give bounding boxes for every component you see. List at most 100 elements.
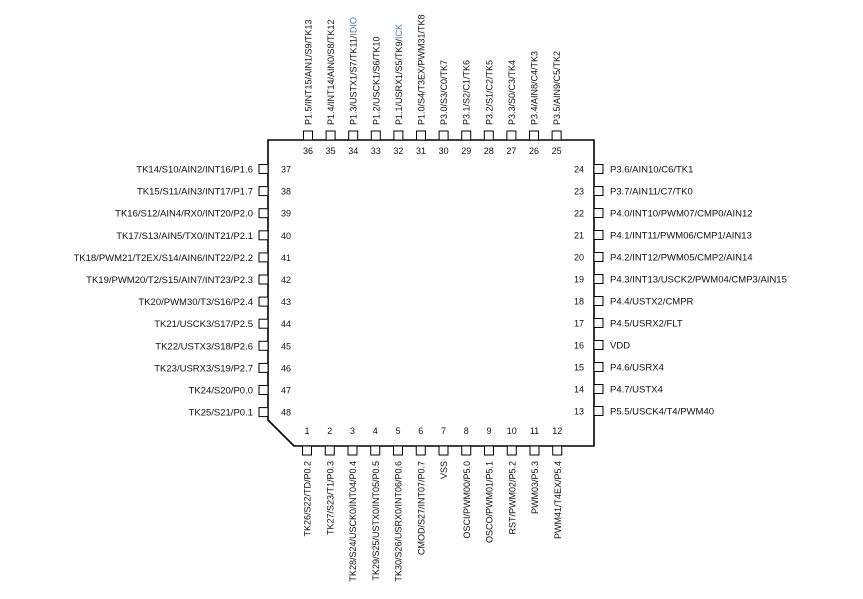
pin-number: 12 xyxy=(552,426,562,436)
pin-label: P4.6/USRX4 xyxy=(610,363,664,374)
pin-label: TK17/S13/AIN5/TX0/INT21/P2.1 xyxy=(116,231,253,242)
pin-number: 43 xyxy=(281,297,291,307)
pin-label: P4.2/INT12/PWM05/CMP2/AIN14 xyxy=(610,253,753,264)
pin-pad xyxy=(506,445,517,456)
pin-number: 32 xyxy=(393,146,403,156)
pin-pad xyxy=(484,445,494,456)
pin-pad xyxy=(258,296,269,307)
pin-label: P3.3/S0/C3/TK4 xyxy=(507,60,517,125)
pin-pad xyxy=(593,208,604,218)
pin-pad xyxy=(324,445,335,456)
pin-pad xyxy=(258,230,269,241)
pin-label: P4.0/INT10/PWM07/CMP0/AIN12 xyxy=(610,209,753,220)
pin-pad xyxy=(370,130,381,141)
pin-pad xyxy=(551,130,562,141)
pin-number: 44 xyxy=(281,319,291,329)
pin-number: 21 xyxy=(574,231,584,241)
pin-pad xyxy=(258,385,269,395)
pin-21: 21 P4.1/INT11/PWM06/CMP1/AIN13 xyxy=(574,230,752,242)
pin-label: OSCO/PWM01/P5.1 xyxy=(485,461,495,543)
pin-label: P1.4/INT14/AIN0/S8/TK12 xyxy=(326,19,336,125)
pin-label: OSCI/PWM00/P5.0 xyxy=(462,461,472,539)
pin-number: 6 xyxy=(418,426,423,436)
pin-47: 47 TK24/S20/P0.0 xyxy=(189,385,291,397)
pin-pad xyxy=(258,318,269,329)
pin-pad xyxy=(325,130,336,141)
left-pin-group: 37TK14/S10/AIN2/INT16/P1.638TK15/S11/AIN… xyxy=(73,164,291,419)
pin-number: 17 xyxy=(574,319,584,329)
pin-pad xyxy=(258,407,269,418)
pin-number: 8 xyxy=(464,426,469,436)
pin-pad xyxy=(461,445,472,456)
pin-number: 29 xyxy=(461,146,471,156)
pin-pad xyxy=(593,186,604,196)
pin-number: 46 xyxy=(281,363,291,373)
pin-pad xyxy=(258,208,269,219)
pin-number: 2 xyxy=(327,426,332,436)
pin-number: 28 xyxy=(484,146,494,156)
pin-number: 41 xyxy=(281,253,291,263)
pin-pad xyxy=(593,340,604,350)
pin-number: 39 xyxy=(281,209,291,219)
pin-pad xyxy=(348,130,359,141)
pin-number: 7 xyxy=(441,426,446,436)
pin-number: 22 xyxy=(574,209,584,219)
pin-number: 47 xyxy=(281,386,291,396)
bottom-pin-group: 1TK26/S22/TD/P0.22TK27/S23/T1/P0.33TK28/… xyxy=(302,426,563,582)
pin-pad xyxy=(593,318,604,328)
pin-label: TK24/S20/P0.0 xyxy=(189,386,253,397)
pin-label: PWM03/P5.3 xyxy=(530,461,540,514)
pin-label: TK16/S12/AIN4/RX0/INT20/P2.0 xyxy=(115,209,253,220)
pin-number: 27 xyxy=(506,146,516,156)
pin-label: RST/PWM02/P5.2 xyxy=(507,461,517,535)
pin-label: P1.0/S4/T3EX/PWM31/TK8 xyxy=(417,14,427,125)
pin-22: 22 P4.0/INT10/PWM07/CMP0/AIN12 xyxy=(574,208,753,220)
pin-pad xyxy=(258,252,269,263)
pin-label: CMOD/S27/INT07/P0.7 xyxy=(416,461,426,555)
pin-label: TK30/S26/USRX0/INT06/P0.6 xyxy=(394,461,404,582)
pin-label: TK14/S10/AIN2/INT16/P1.6 xyxy=(136,165,253,176)
pin-pad xyxy=(393,445,403,456)
pin-pad xyxy=(593,406,604,416)
pin-number: 42 xyxy=(281,275,291,285)
pin-pad xyxy=(258,164,269,174)
pin-pad xyxy=(593,362,604,372)
pin-pad xyxy=(593,274,604,284)
pin-number: 40 xyxy=(281,231,291,241)
pin-label: TK28/S24/USCK0/INT04/P0.4 xyxy=(348,461,358,582)
pin-number: 16 xyxy=(574,341,584,351)
pin-pad xyxy=(370,445,381,456)
pin-label: TK15/S11/AIN3/INT17/P1.7 xyxy=(137,187,253,198)
pin-label: P4.4/USTX2/CMPR xyxy=(610,297,694,308)
pin-pad xyxy=(438,445,449,456)
pin-pad xyxy=(438,130,449,141)
pin-number: 3 xyxy=(350,426,355,436)
pin-pad xyxy=(416,130,426,141)
pin-39: 39 TK16/S12/AIN4/RX0/INT20/P2.0 xyxy=(115,208,291,220)
pin-label: P4.1/INT11/PWM06/CMP1/AIN13 xyxy=(610,231,752,242)
